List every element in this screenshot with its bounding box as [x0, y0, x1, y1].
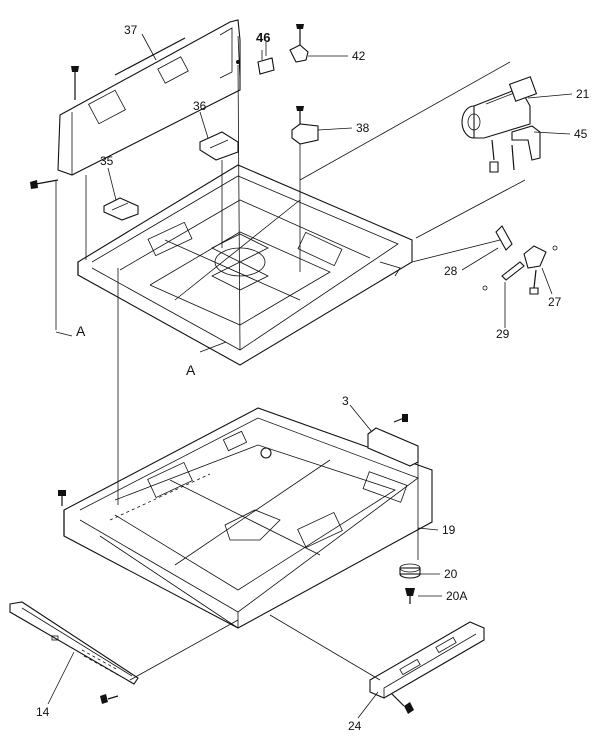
- callout-38: 38: [356, 121, 370, 135]
- part-38-clamp: [291, 106, 319, 145]
- callout-46: 46: [256, 30, 270, 45]
- parts-27-28-29: [482, 225, 558, 295]
- part-36-bracket: [199, 131, 239, 161]
- callout-a-left: A: [76, 323, 86, 339]
- callout-35: 35: [100, 154, 114, 168]
- callout-29: 29: [496, 327, 510, 341]
- leader-lines: [47, 33, 573, 719]
- part-21-motor: [461, 76, 538, 173]
- part-3-bracket: [367, 414, 419, 467]
- part-20a-screw: [405, 588, 415, 604]
- part-45-bracket: [511, 125, 541, 161]
- callout-45: 45: [574, 127, 588, 141]
- callout-36: 36: [193, 99, 207, 113]
- callout-labels: 37 46 42 21 38 45 36 35 28 27 29 A A 3 1…: [36, 23, 590, 733]
- callout-a-bottom: A: [186, 362, 196, 378]
- callout-27: 27: [548, 295, 562, 309]
- callout-42: 42: [352, 49, 366, 63]
- callout-24: 24: [348, 719, 362, 733]
- callout-3: 3: [342, 394, 349, 408]
- base-left-screw: [58, 490, 66, 506]
- part-37-bracket: [30, 19, 241, 189]
- callout-20a: 20A: [446, 589, 467, 603]
- part-14-front-panel: [9, 601, 139, 704]
- part-20-foot: [399, 563, 421, 579]
- upper-tray: [77, 164, 413, 366]
- callout-21: 21: [576, 87, 590, 101]
- callout-20: 20: [444, 567, 458, 581]
- part-24-rear-bracket: [369, 621, 485, 714]
- callout-14: 14: [36, 705, 50, 719]
- part-35-bracket: [103, 197, 139, 221]
- callout-28: 28: [444, 264, 458, 278]
- callout-37: 37: [124, 23, 138, 37]
- part-42-bracket: [289, 24, 309, 63]
- part-46-clip: [257, 50, 275, 75]
- callout-19: 19: [442, 523, 456, 537]
